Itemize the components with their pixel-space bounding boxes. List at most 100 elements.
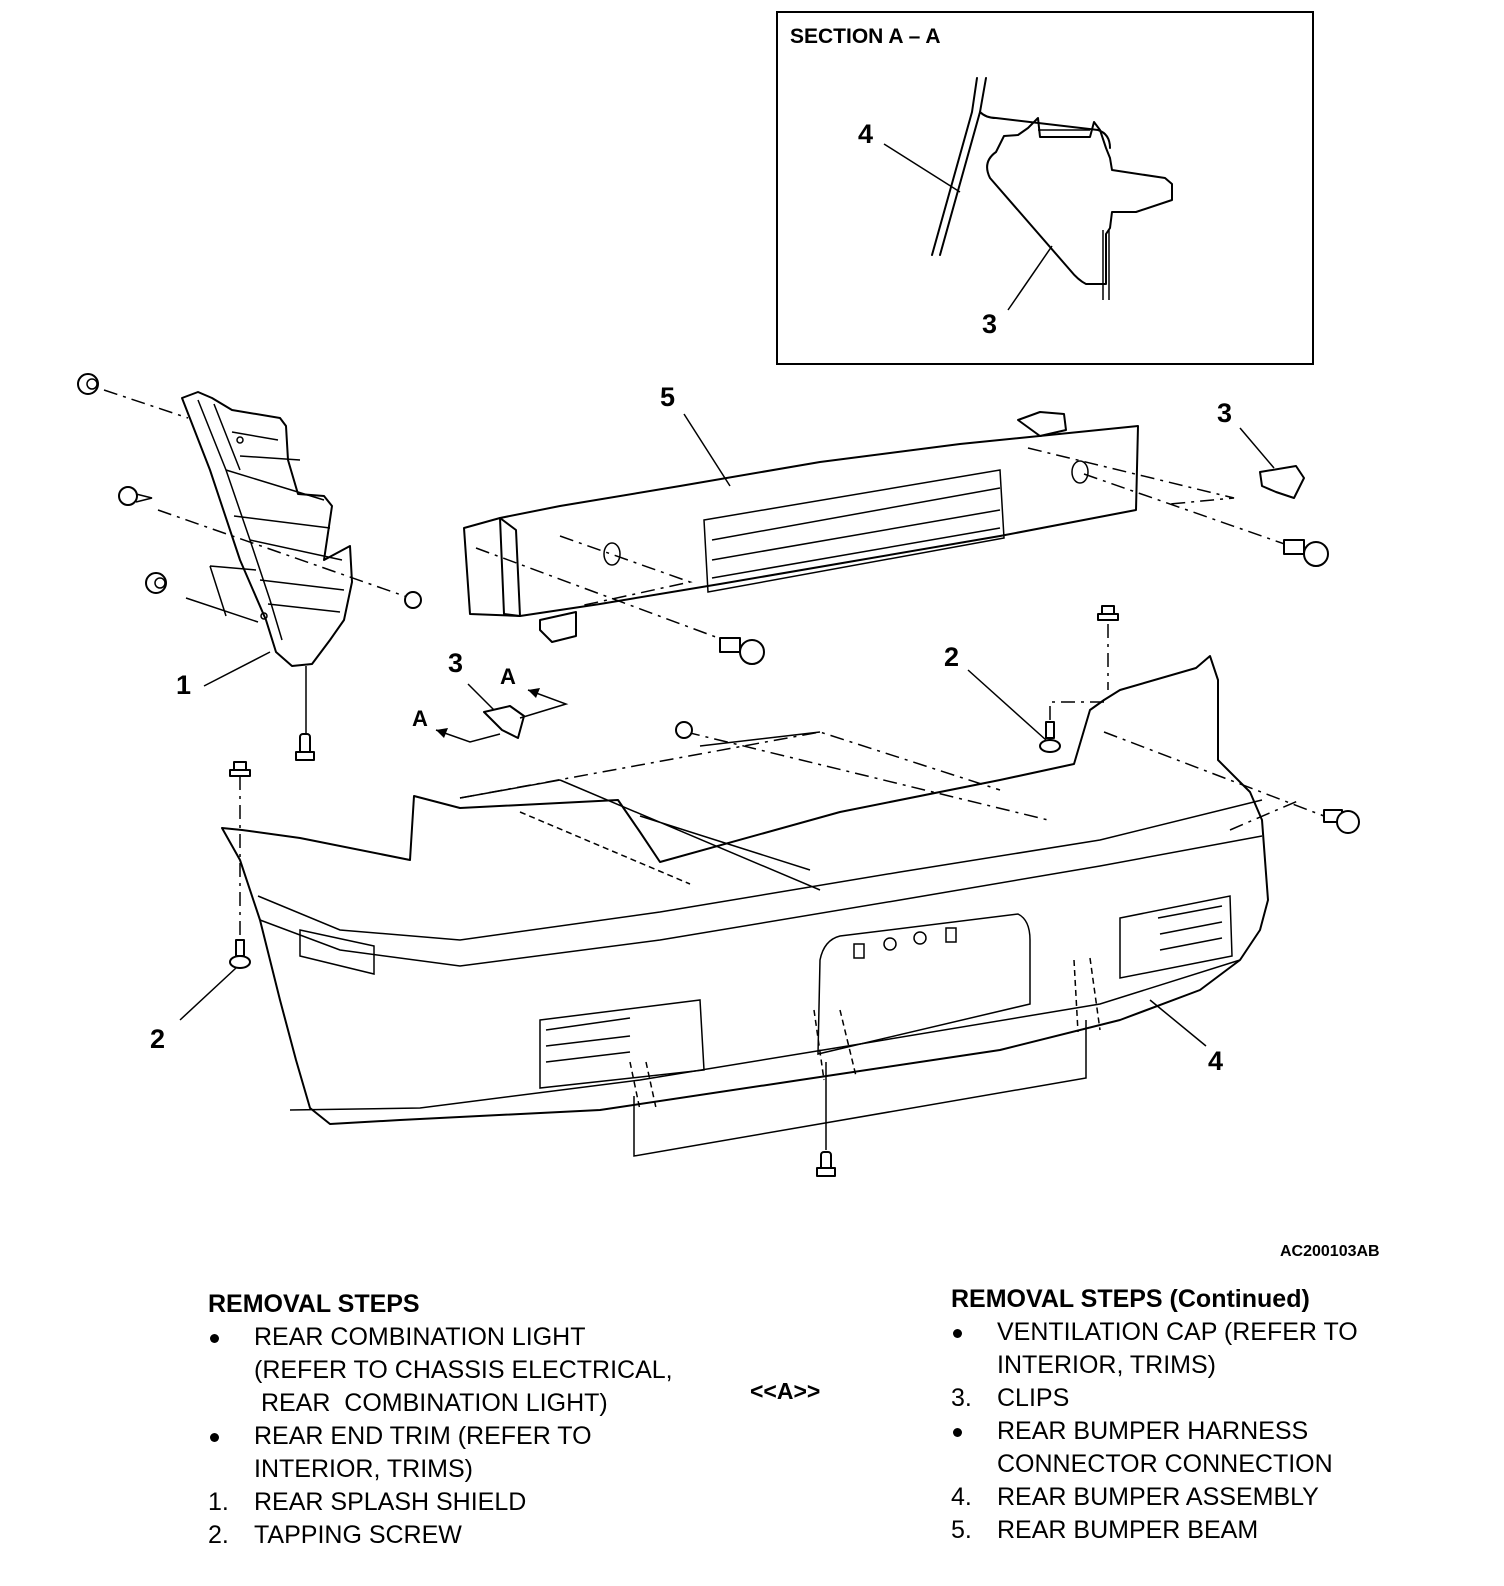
- beam-end-bracket: [499, 517, 521, 617]
- callout-3-right: 3: [1217, 398, 1232, 428]
- rear-splash-shield: [181, 391, 353, 667]
- dash-leader: [1083, 473, 1297, 549]
- clip-icon: [77, 373, 99, 395]
- nut-icon: [404, 591, 422, 609]
- step-number: 2.: [208, 1521, 229, 1549]
- step-number: 5.: [951, 1516, 972, 1544]
- step-text: CONNECTOR CONNECTION: [997, 1450, 1333, 1478]
- hidden-fastener-lines: [629, 957, 1101, 1111]
- bullet-dot: [953, 1427, 962, 1437]
- step-line: 3.CLIPS: [951, 1382, 1358, 1415]
- step-indent: [208, 1387, 254, 1420]
- leader: [559, 779, 821, 891]
- dash-leader: [1049, 701, 1108, 720]
- splash-shield-fasteners: 1: [77, 373, 422, 761]
- step-line: REAR BUMPER HARNESS: [951, 1415, 1358, 1448]
- section-arrow: [435, 729, 501, 743]
- section-marker-a: A: [500, 664, 516, 689]
- dash-leader: [459, 731, 1001, 799]
- license-light-icon: [853, 943, 865, 959]
- bolt-icon: [719, 637, 765, 665]
- dash-leader: [519, 811, 691, 885]
- bolt-icon: [1283, 539, 1329, 567]
- splash-shield-hole: [236, 436, 244, 444]
- bullet-icon: [951, 1316, 997, 1349]
- clip-center: 3 A A: [412, 648, 569, 743]
- splash-shield-ribs: [197, 399, 345, 641]
- step-text: CLIPS: [997, 1384, 1070, 1412]
- section-clip-leg: [1102, 230, 1110, 300]
- screw-icon: [229, 939, 251, 969]
- step-number: 1.: [208, 1488, 229, 1516]
- bolt-icon: [1323, 809, 1360, 834]
- step-text: REAR SPLASH SHIELD: [254, 1488, 527, 1516]
- step-indent: [951, 1349, 997, 1382]
- removal-steps: REMOVAL STEPS REAR COMBINATION LIGHT(REF…: [208, 1288, 673, 1552]
- step-line: INTERIOR, TRIMS): [208, 1453, 673, 1486]
- clip-icon: [229, 761, 251, 777]
- dash-leader: [103, 389, 189, 419]
- step-line: 2. TAPPING SCREW: [208, 1519, 673, 1552]
- screw-icon: [1039, 721, 1061, 753]
- leader-4: [1149, 999, 1207, 1047]
- leader-2-left: [179, 967, 237, 1021]
- step-text: REAR COMBINATION LIGHT): [254, 1389, 608, 1417]
- leader-3-center: [467, 683, 495, 711]
- bumper-body: [221, 655, 1269, 1125]
- callout-3-center: 3: [448, 648, 463, 678]
- bumper-contour-lines: [257, 799, 1263, 1111]
- beam-lower-tab: [539, 611, 577, 643]
- leader: [185, 597, 259, 623]
- section-bumper-flange: [979, 111, 1111, 149]
- note-reference-label: <<A>>: [750, 1378, 821, 1404]
- leader-2-right: [967, 669, 1047, 741]
- step-text: INTERIOR, TRIMS): [997, 1351, 1216, 1379]
- section-arrow: [519, 689, 569, 719]
- callout-2-right: 2: [944, 642, 959, 672]
- callout-1: 1: [176, 670, 191, 700]
- dash-leader: [1103, 731, 1325, 817]
- step-line: CONNECTOR CONNECTION: [951, 1448, 1358, 1481]
- rear-bumper-assembly: 4: [221, 655, 1269, 1125]
- step-line: REAR COMBINATION LIGHT: [208, 1321, 673, 1354]
- bullet-dot: [210, 1432, 219, 1442]
- leader-3-right: [1239, 427, 1275, 469]
- dash-leader: [475, 547, 741, 647]
- lower-vent-right: [1119, 895, 1233, 979]
- step-text: TAPPING SCREW: [254, 1521, 462, 1549]
- step-line: (REFER TO CHASSIS ELECTRICAL,: [208, 1354, 673, 1387]
- beam-hole: [603, 542, 621, 566]
- leader: [459, 731, 821, 799]
- license-light-icon: [945, 927, 957, 943]
- clip-icon: [145, 572, 167, 594]
- license-hole-icon: [883, 937, 897, 951]
- bullet-icon: [208, 1420, 254, 1453]
- screw-icon: [118, 486, 153, 506]
- section-callout-4: 4: [858, 119, 873, 149]
- step-line: VENTILATION CAP (REFER TO: [951, 1316, 1358, 1349]
- step-line: REAR END TRIM (REFER TO: [208, 1420, 673, 1453]
- removal-steps-continued-list: VENTILATION CAP (REFER TO INTERIOR, TRIMS…: [951, 1316, 1358, 1547]
- dash-leader: [559, 535, 693, 607]
- rear-bumper-beam: 5: [463, 382, 1329, 665]
- step-text: VENTILATION CAP (REFER TO: [997, 1318, 1358, 1346]
- bumper-reflector: [299, 929, 375, 975]
- callout-4: 4: [1208, 1046, 1223, 1076]
- beam-reinforcement: [703, 469, 1005, 593]
- beam-body: [463, 425, 1139, 617]
- step-line: 5.REAR BUMPER BEAM: [951, 1514, 1358, 1547]
- removal-steps-continued: REMOVAL STEPS (Continued) VENTILATION CA…: [951, 1283, 1358, 1547]
- clip-icon: [1259, 465, 1305, 499]
- step-line: REAR COMBINATION LIGHT): [208, 1387, 673, 1420]
- bullet-icon: [208, 1321, 254, 1354]
- splash-shield-body: [181, 391, 353, 667]
- beam-upper-tab: [1017, 411, 1067, 437]
- dash-leader: [685, 731, 1049, 821]
- removal-steps-continued-heading: REMOVAL STEPS (Continued): [951, 1285, 1310, 1313]
- arrow-head-icon: [436, 728, 448, 738]
- step-indent: [208, 1453, 254, 1486]
- step-text: REAR COMBINATION LIGHT: [254, 1323, 586, 1351]
- step-indent: [208, 1354, 254, 1387]
- removal-steps-list: REAR COMBINATION LIGHT (REFER TO CHASSIS …: [208, 1321, 673, 1552]
- license-plate-recess: [817, 913, 1031, 1055]
